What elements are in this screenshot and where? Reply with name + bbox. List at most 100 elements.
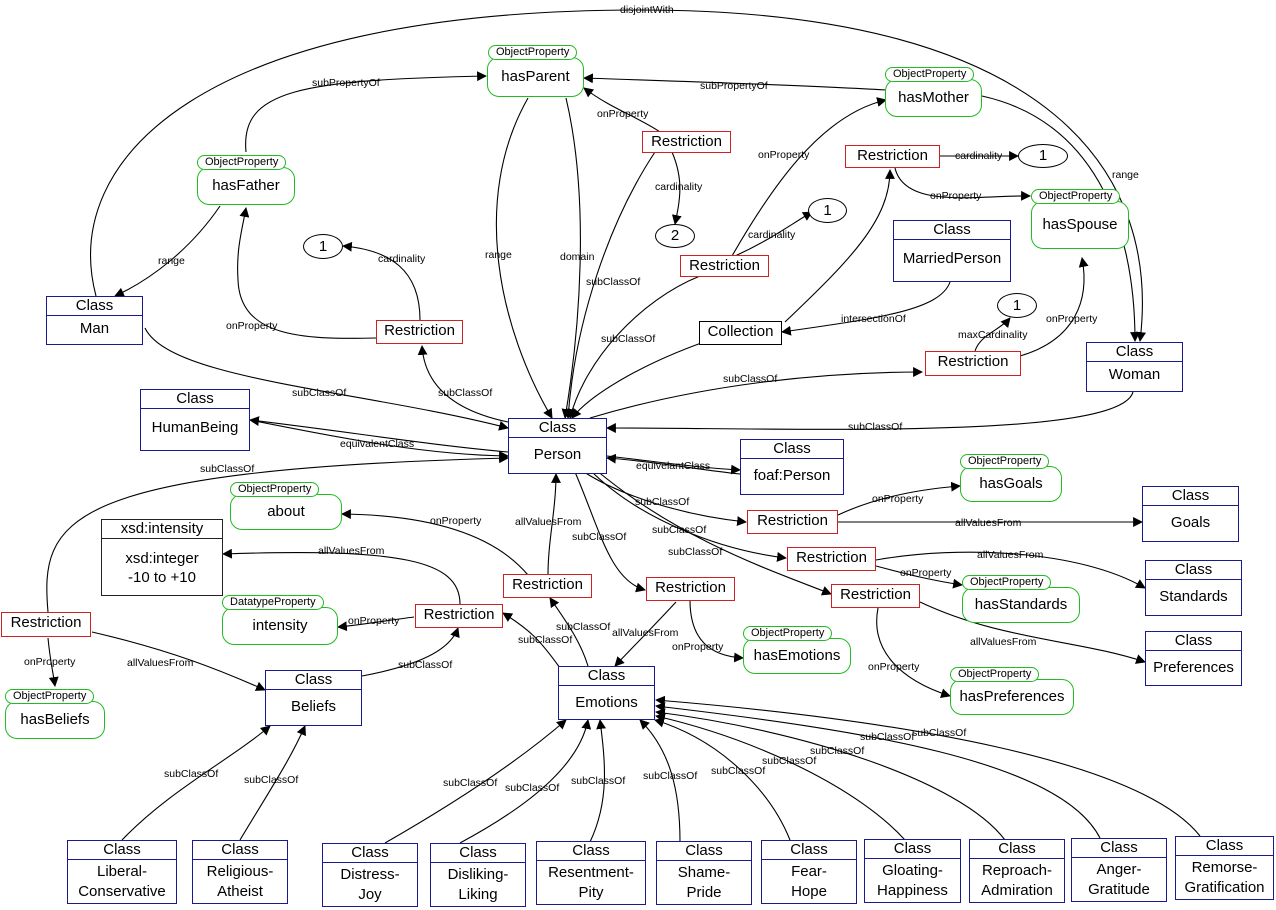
edge-label: onProperty bbox=[868, 661, 920, 673]
edge-person-rests bbox=[589, 367, 923, 419]
class-religious-atheist[interactable]: Class Religious- Atheist bbox=[192, 840, 288, 904]
edge-restb-subclass bbox=[46, 453, 509, 613]
prop-has-spouse[interactable]: ObjectProperty hasSpouse bbox=[1031, 186, 1129, 249]
class-disliking-liking[interactable]: Class Disliking- Liking bbox=[430, 843, 526, 907]
prop-has-goals[interactable]: ObjectProperty hasGoals bbox=[960, 451, 1062, 502]
edge-restt-onproperty bbox=[894, 167, 1031, 201]
class-married-person[interactable]: Class MarriedPerson bbox=[893, 220, 1011, 282]
class-standards[interactable]: Class Standards bbox=[1145, 560, 1242, 616]
restriction-standards[interactable]: Restriction bbox=[787, 547, 876, 571]
edge-restb-onproperty bbox=[47, 637, 59, 687]
edge-collection-person bbox=[571, 341, 705, 419]
edge-label: onProperty bbox=[226, 320, 278, 332]
edge-label: subClassOf bbox=[601, 333, 655, 345]
edge-mother-range bbox=[981, 95, 1140, 342]
restriction-parent-cardinality[interactable]: Restriction bbox=[642, 131, 731, 153]
collection[interactable]: Collection bbox=[699, 321, 782, 345]
prop-has-standards[interactable]: ObjectProperty hasStandards bbox=[962, 572, 1080, 623]
class-anger-gratitude[interactable]: Class Anger- Gratitude bbox=[1071, 838, 1167, 902]
edge-label: subClassOf bbox=[571, 775, 625, 787]
edge-restp-onproperty bbox=[876, 607, 951, 698]
edge-gloating-emotions bbox=[655, 713, 906, 841]
prop-about[interactable]: ObjectProperty about bbox=[230, 479, 342, 530]
edge-restm-cardinality bbox=[734, 211, 813, 257]
class-person[interactable]: Class Person bbox=[508, 418, 607, 474]
edge-rests2-allvalues bbox=[875, 551, 1146, 589]
restriction-mother-cardinality[interactable]: Restriction bbox=[680, 255, 769, 277]
restriction-about[interactable]: Restriction bbox=[503, 574, 592, 598]
class-emotions[interactable]: Class Emotions bbox=[558, 666, 655, 720]
class-beliefs[interactable]: Class Beliefs bbox=[265, 670, 362, 726]
edge-father-range bbox=[114, 205, 221, 297]
class-man[interactable]: Class Man bbox=[46, 296, 143, 345]
class-preferences[interactable]: Class Preferences bbox=[1145, 631, 1242, 686]
edge-restf-onproperty bbox=[237, 207, 377, 339]
edge-label: subClassOf bbox=[586, 276, 640, 288]
edge-label: cardinality bbox=[955, 150, 1003, 162]
class-reproach-admiration[interactable]: Class Reproach- Admiration bbox=[969, 839, 1065, 903]
edge-reste-allvalues bbox=[614, 601, 677, 667]
cardinality-value-mother: 1 bbox=[808, 198, 847, 223]
class-resentment-pity[interactable]: Class Resentment- Pity bbox=[536, 841, 646, 905]
edge-label: allValuesFrom bbox=[318, 545, 385, 557]
restriction-top-cardinality[interactable]: Restriction bbox=[845, 145, 940, 168]
restriction-beliefs[interactable]: Restriction bbox=[1, 612, 91, 637]
edge-label: allValuesFrom bbox=[515, 516, 582, 528]
prop-intensity[interactable]: DatatypeProperty intensity bbox=[222, 592, 338, 645]
prop-has-parent[interactable]: ObjectProperty hasParent bbox=[487, 42, 584, 97]
edge-label: subClassOf bbox=[912, 727, 966, 739]
edge-parent-range bbox=[495, 97, 553, 419]
restriction-father-cardinality[interactable]: Restriction bbox=[376, 320, 463, 344]
prop-has-beliefs[interactable]: ObjectProperty hasBeliefs bbox=[5, 686, 105, 739]
class-distress-joy[interactable]: Class Distress- Joy bbox=[322, 843, 418, 907]
restriction-intensity[interactable]: Restriction bbox=[415, 604, 503, 628]
edge-religious-beliefs bbox=[239, 725, 306, 841]
cardinality-value-father: 1 bbox=[303, 234, 343, 259]
edge-label: allValuesFrom bbox=[612, 627, 679, 639]
edge-restf-cardinality bbox=[342, 241, 421, 321]
xsd-intensity[interactable]: xsd:intensity xsd:integer -10 to +10 bbox=[101, 519, 223, 596]
edge-label: subClassOf bbox=[711, 765, 765, 777]
edge-emotions-resta bbox=[549, 597, 589, 667]
prop-has-emotions[interactable]: ObjectProperty hasEmotions bbox=[743, 623, 851, 674]
class-foaf-person[interactable]: Class foaf:Person bbox=[740, 439, 844, 495]
prop-has-preferences[interactable]: ObjectProperty hasPreferences bbox=[950, 664, 1074, 715]
edge-rests-maxcard bbox=[974, 317, 1011, 352]
edge-label: onProperty bbox=[872, 493, 924, 505]
edge-restb-allvalues bbox=[91, 631, 266, 691]
edge-label: subClassOf bbox=[292, 387, 346, 399]
edge-reverse-arrow bbox=[606, 453, 741, 475]
restriction-goals[interactable]: Restriction bbox=[747, 510, 838, 534]
edge-label: subClassOf bbox=[723, 373, 777, 385]
class-fear-hope[interactable]: Class Fear- Hope bbox=[761, 840, 857, 904]
edge-label: allValuesFrom bbox=[970, 636, 1037, 648]
restriction-emotions[interactable]: Restriction bbox=[646, 577, 735, 601]
class-goals[interactable]: Class Goals bbox=[1142, 486, 1239, 542]
edge-liberal-beliefs bbox=[121, 725, 271, 841]
edge-label: subClassOf bbox=[556, 621, 610, 633]
class-human-being[interactable]: Class HumanBeing bbox=[140, 389, 250, 451]
class-gloating-happiness[interactable]: Class Gloating- Happiness bbox=[864, 839, 961, 903]
edge-emotions-resti bbox=[502, 612, 561, 669]
edge-person-restg bbox=[583, 471, 747, 526]
class-shame-pride[interactable]: Class Shame- Pride bbox=[656, 841, 752, 905]
edge-label: allValuesFrom bbox=[977, 549, 1044, 561]
edge-mother-subproperty bbox=[583, 73, 887, 91]
edge-person-rests2 bbox=[589, 469, 787, 562]
restriction-spouse-maxcardinality[interactable]: Restriction bbox=[925, 351, 1021, 376]
edge-label: subClassOf bbox=[244, 774, 298, 786]
prop-has-father[interactable]: ObjectProperty hasFather bbox=[197, 152, 295, 205]
prop-has-mother[interactable]: ObjectProperty hasMother bbox=[885, 64, 982, 117]
class-woman[interactable]: Class Woman bbox=[1086, 342, 1183, 392]
class-liberal-conservative[interactable]: Class Liberal- Conservative bbox=[67, 840, 177, 904]
edge-resta-onproperty bbox=[341, 509, 529, 576]
edge-resti-onproperty bbox=[337, 616, 415, 632]
class-remorse-gratification[interactable]: Class Remorse- Gratification bbox=[1175, 836, 1274, 900]
edge-label: onProperty bbox=[1046, 313, 1098, 325]
edge-rest2-onproperty bbox=[583, 87, 661, 133]
edge-shame-emotions bbox=[639, 719, 681, 843]
edge-restg-onproperty bbox=[837, 481, 961, 516]
restriction-preferences[interactable]: Restriction bbox=[831, 584, 920, 608]
